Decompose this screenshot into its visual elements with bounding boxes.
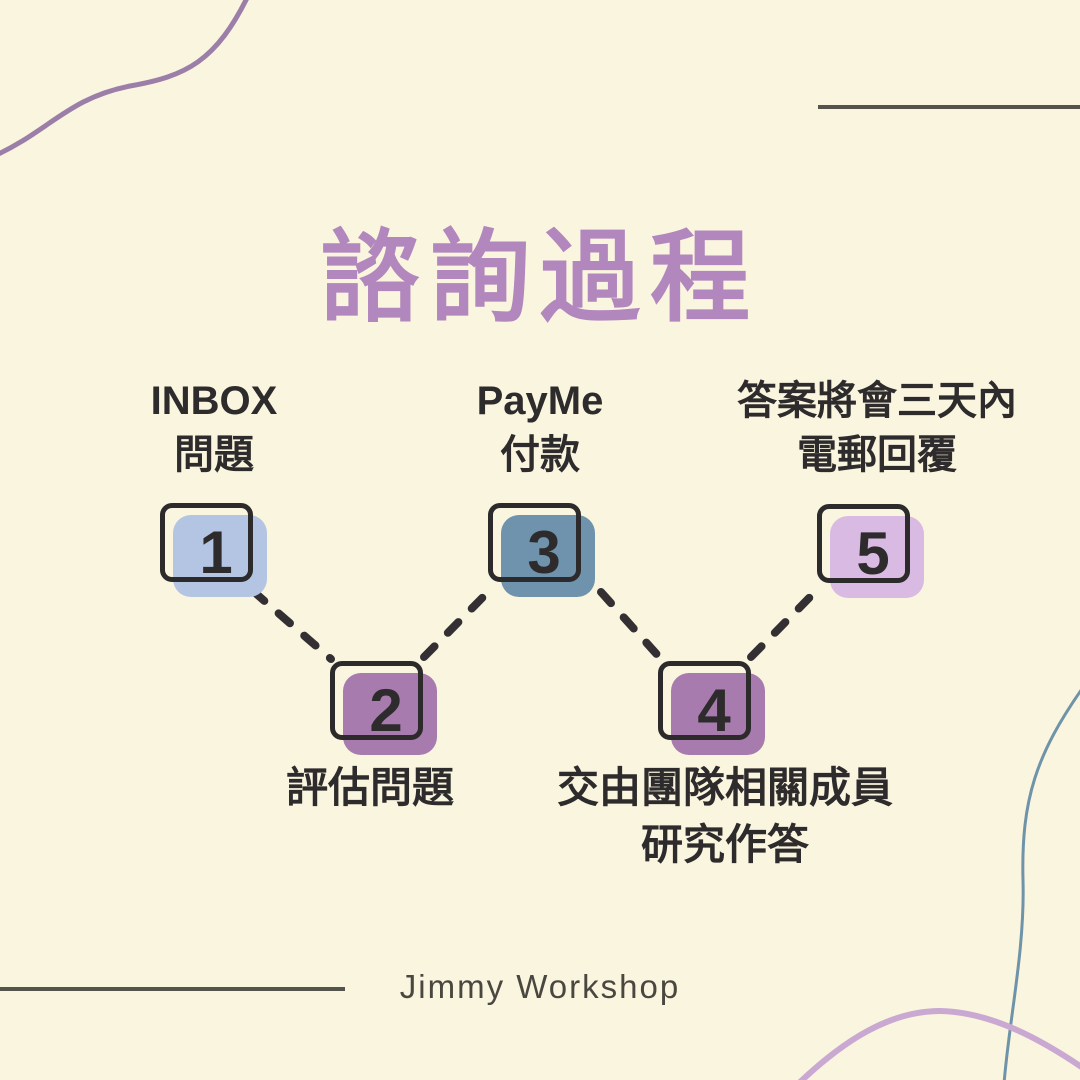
step1-number: 1	[199, 518, 233, 586]
step5-box-outline	[817, 504, 910, 583]
step3-box-outline	[488, 503, 581, 582]
decor-curve-bottom-right-pink	[797, 1007, 1080, 1080]
step2-label: 評估問題	[220, 760, 520, 817]
step3-label-line1: PayMe	[476, 379, 604, 423]
step5-label-line1: 答案將會三天內	[737, 379, 1017, 423]
step5-box: 5	[817, 504, 925, 600]
step4-label-line1: 交由團隊相關成員	[556, 764, 893, 811]
decor-curve-bottom-right-blue	[1002, 689, 1080, 1080]
step1-label: INBOX 問題	[64, 374, 364, 482]
page-title: 諮詢過程	[320, 222, 760, 334]
footer-brand: Jimmy Workshop	[399, 968, 681, 1005]
rule-bottom-left	[0, 987, 345, 991]
rule-top-right	[818, 105, 1080, 109]
step3-label-line2: 付款	[500, 433, 580, 477]
step2-label-line1: 評估問題	[285, 764, 454, 811]
step4-number: 4	[697, 676, 731, 744]
step4-box-outline	[658, 661, 751, 740]
step3-label: PayMe 付款	[390, 374, 690, 482]
step1-label-line2: 問題	[174, 433, 254, 477]
step4-label-line2: 研究作答	[640, 820, 809, 868]
step1-label-line1: INBOX	[150, 379, 278, 423]
connector-step2-step3	[420, 586, 494, 661]
step4-label: 交由團隊相關成員 研究作答	[515, 760, 935, 873]
step3-box: 3	[488, 503, 596, 599]
step3-number: 3	[527, 518, 561, 586]
step5-number: 5	[856, 519, 890, 587]
step5-label-line2: 電郵回覆	[797, 433, 957, 477]
connector-step3-step4	[597, 588, 665, 663]
decor-curve-top-left	[0, 0, 249, 156]
step4-box: 4	[658, 661, 766, 757]
step5-label: 答案將會三天內 電郵回覆	[697, 374, 1057, 482]
connector-step4-step5	[747, 588, 819, 661]
step1-box: 1	[160, 503, 268, 599]
step1-box-outline	[160, 503, 253, 582]
connector-step1-step2	[249, 587, 335, 663]
step2-box: 2	[330, 661, 438, 757]
step2-box-outline	[330, 661, 423, 740]
step2-number: 2	[369, 676, 403, 744]
